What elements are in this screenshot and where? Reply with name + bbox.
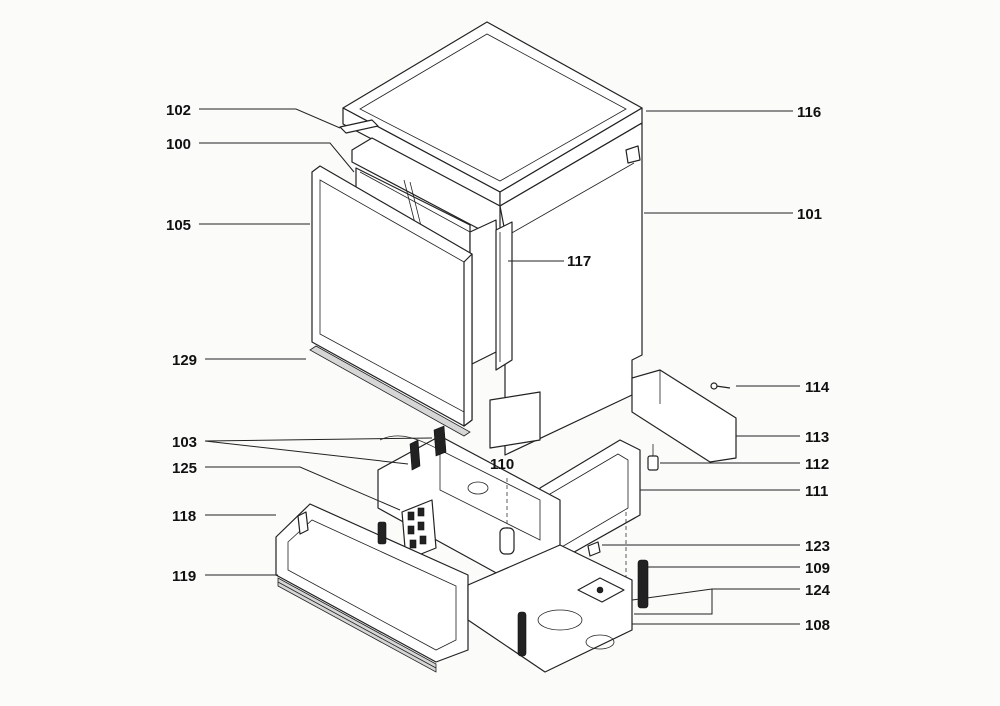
callout-116: 116 (797, 104, 821, 121)
callout-124: 124 (805, 582, 831, 599)
callout-110: 110 (490, 456, 514, 473)
part-109-feet (377, 521, 649, 657)
callout-119: 119 (172, 568, 196, 585)
part-123-clip (587, 541, 601, 557)
part-117-side-panel (495, 221, 513, 371)
callout-108: 108 (805, 617, 830, 634)
callout-105: 105 (166, 217, 191, 234)
part-125-board (401, 499, 437, 561)
callout-114: 114 (805, 379, 830, 396)
callout-117: 117 (567, 253, 591, 270)
part-110-cylinder (499, 478, 515, 555)
callout-labels: 102 100 105 129 103 125 118 119 116 101 … (166, 102, 831, 634)
callout-103: 103 (172, 434, 197, 451)
part-105-door (311, 165, 473, 427)
callout-129: 129 (172, 352, 197, 369)
callout-125: 125 (172, 460, 197, 477)
callout-123: 123 (805, 538, 830, 555)
callout-112: 112 (805, 456, 829, 473)
part-116-worktop (342, 21, 643, 207)
part-113-bracket (631, 369, 737, 463)
part-129-door-strip (309, 345, 471, 437)
part-108-base-plate (467, 544, 633, 673)
part-112-fitting (647, 444, 659, 471)
part-102-bracket (339, 119, 379, 134)
callout-101: 101 (797, 206, 822, 223)
callout-109: 109 (805, 560, 830, 577)
callout-100: 100 (166, 136, 191, 153)
callout-102: 102 (166, 102, 191, 119)
callout-111: 111 (805, 483, 828, 500)
leader-lines (199, 108, 800, 625)
callout-113: 113 (805, 429, 829, 446)
part-114-screw (710, 382, 731, 390)
callout-118: 118 (172, 508, 196, 525)
part-119-seal (277, 577, 437, 673)
part-124-plate (577, 577, 625, 603)
